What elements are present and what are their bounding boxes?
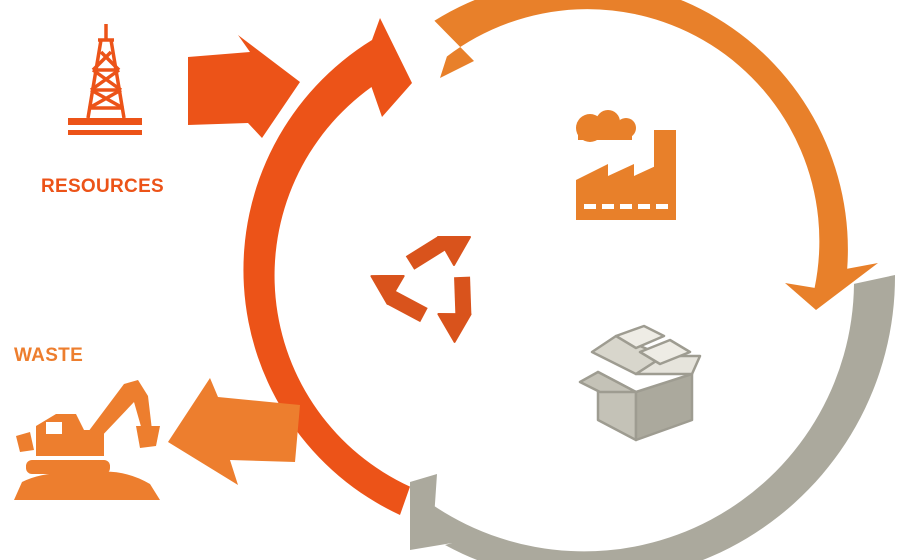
resources-label: RESOURCES — [40, 176, 165, 197]
oil-derrick-icon — [86, 24, 126, 119]
excavator-window — [46, 422, 62, 434]
factory-windows — [584, 204, 668, 209]
derrick-base — [68, 118, 142, 125]
resources-arrow — [188, 35, 300, 138]
recycling-arrow — [243, 18, 412, 515]
manufacturing-arrow — [434, 0, 878, 310]
derrick-ground — [68, 130, 142, 135]
waste-label: WASTE — [14, 345, 84, 366]
excavator-icon — [14, 380, 160, 500]
factory-icon — [576, 110, 676, 220]
waste-arrow — [168, 378, 300, 485]
boxes-icon — [578, 324, 702, 442]
recycle-icon — [370, 236, 472, 343]
consumption-arrow — [410, 275, 896, 560]
recycling-label: RECYCLING — [287, 206, 321, 337]
